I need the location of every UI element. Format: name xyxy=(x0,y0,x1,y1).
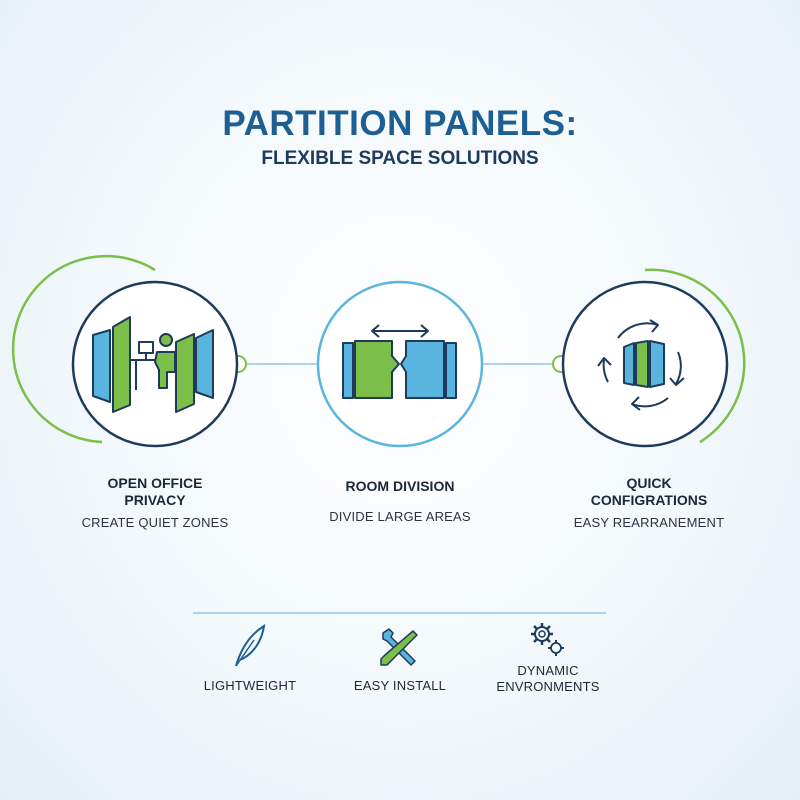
gears-icon xyxy=(531,623,564,656)
room-split-panels-icon xyxy=(342,324,457,399)
step-1-title: OPEN OFFICE PRIVACY xyxy=(55,475,255,509)
step-1-title-line1: OPEN OFFICE xyxy=(107,475,203,491)
wrench-screwdriver-icon xyxy=(380,628,418,666)
rotate-panels-icon xyxy=(597,319,685,411)
step-circle-2 xyxy=(316,280,484,448)
step-2-title-line1: ROOM DIVISION xyxy=(345,478,455,494)
feature-3-line2: ENVRONMENTS xyxy=(496,679,600,694)
step-3-caption: EASY REARRANEMENT xyxy=(573,515,725,530)
feather-icon xyxy=(235,624,266,667)
step-3-title-line1: QUICK xyxy=(626,475,672,491)
office-partition-desk-icon xyxy=(92,316,214,413)
step-2-title: ROOM DIVISION xyxy=(300,478,500,495)
step-2-caption: DIVIDE LARGE AREAS xyxy=(329,509,471,524)
step-1-title-line2: PRIVACY xyxy=(124,492,186,508)
page-subtitle: FLEXIBLE SPACE SOLUTIONS xyxy=(261,148,539,169)
feature-1-line1: LIGHTWEIGHT xyxy=(203,678,297,693)
step-circle-1 xyxy=(11,254,239,448)
step-1-caption: CREATE QUIET ZONES xyxy=(81,515,229,530)
feature-label-dynamic: DYNAMIC ENVRONMENTS xyxy=(468,663,628,695)
step-circle-3 xyxy=(561,268,746,448)
feature-2-line1: EASY INSTALL xyxy=(353,678,447,693)
step-3-title: QUICK CONFIGRATIONS xyxy=(549,475,749,509)
page-title: PARTITION PANELS: xyxy=(222,104,578,143)
step-3-title-line2: CONFIGRATIONS xyxy=(590,492,708,508)
feature-label-easy-install: EASY INSTALL xyxy=(320,678,480,694)
feature-3-line1: DYNAMIC xyxy=(517,663,579,678)
feature-label-lightweight: LIGHTWEIGHT xyxy=(170,678,330,694)
section-divider xyxy=(193,612,606,614)
